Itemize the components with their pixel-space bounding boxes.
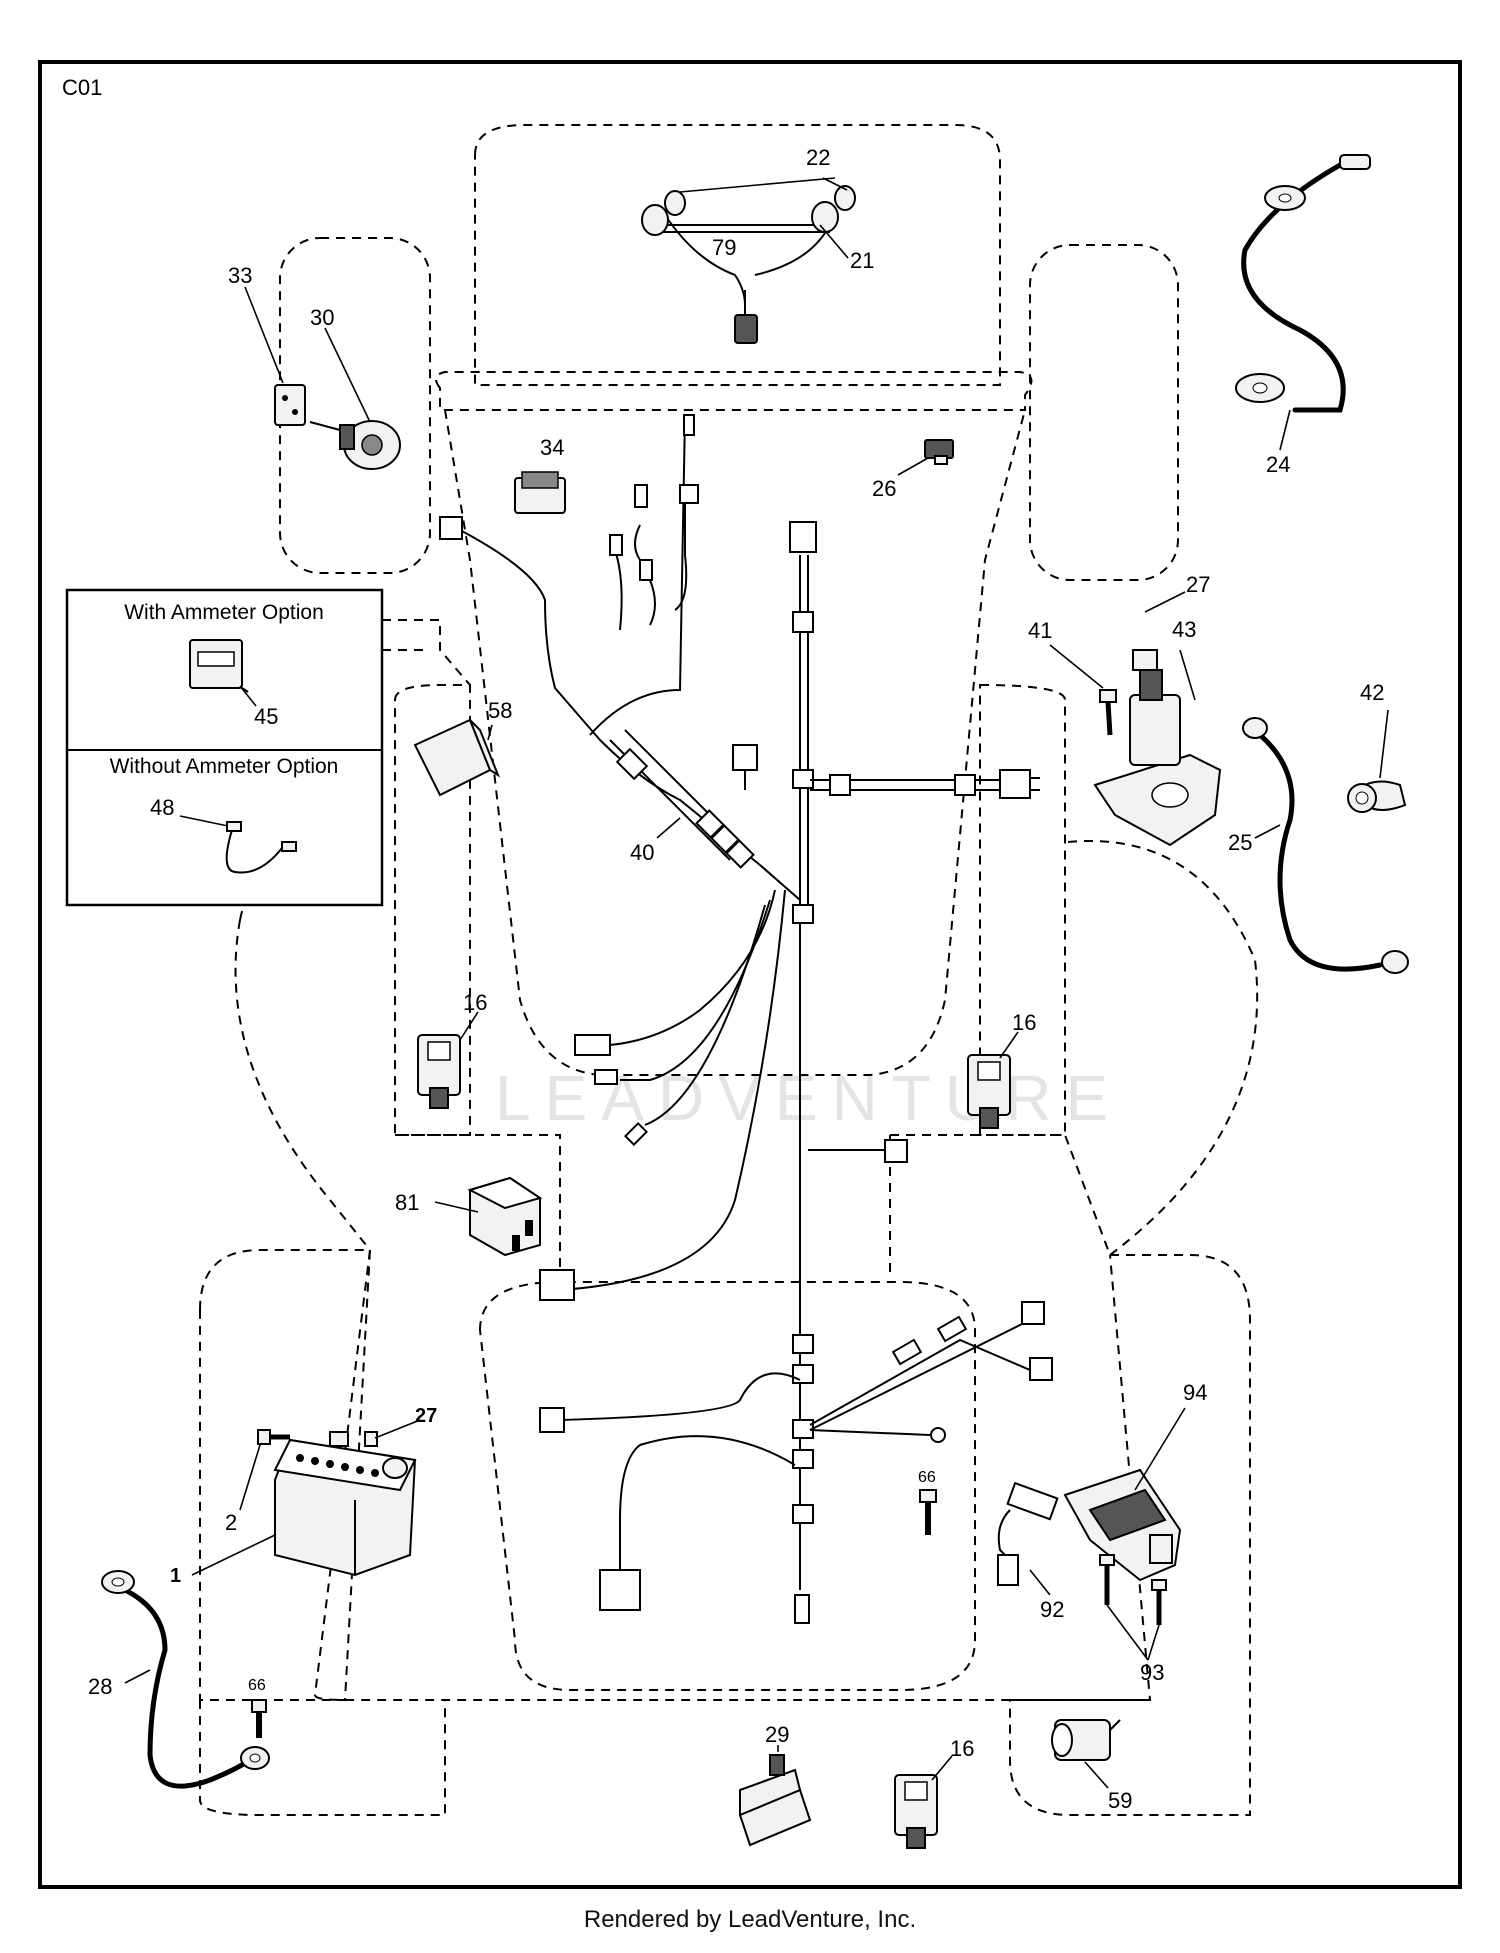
solenoid-bolt-part <box>1099 689 1117 736</box>
pto-switch-part <box>514 471 566 514</box>
callout-29: 29 <box>765 1722 789 1747</box>
callout-92: 92 <box>1040 1597 1064 1622</box>
battery-part <box>273 1438 417 1577</box>
callout-33: 33 <box>228 263 252 288</box>
callout-43: 43 <box>1172 617 1196 642</box>
render-credit: Rendered by LeadVenture, Inc. <box>583 1906 917 1933</box>
callout-94: 94 <box>1183 1380 1207 1405</box>
callout-58: 58 <box>488 698 512 723</box>
headlight-harness-part <box>641 185 856 344</box>
tractor-outline <box>199 124 1259 1816</box>
module-58-part <box>413 718 501 797</box>
interlock-switch-rear-part <box>894 1774 938 1849</box>
ignition-switch-part <box>309 420 401 470</box>
relay-part <box>467 1176 543 1257</box>
callout-16-rear: 16 <box>950 1736 974 1761</box>
callout-22: 22 <box>806 145 830 170</box>
ammeter-part <box>189 639 249 693</box>
callout-24: 24 <box>1266 452 1290 477</box>
rear-harness-part <box>997 1481 1059 1586</box>
callout-16-right: 16 <box>1012 1010 1036 1035</box>
module-59-part <box>1051 1719 1121 1761</box>
callout-45: 45 <box>254 704 278 729</box>
callout-40: 40 <box>630 840 654 865</box>
watermark-text: LEADVENTURE <box>495 1062 1122 1134</box>
main-wire-harness-part <box>439 414 1053 1624</box>
with-ammeter-title: With Ammeter Option <box>124 601 324 624</box>
callout-34: 34 <box>540 435 564 460</box>
screw-left-part <box>251 1699 267 1738</box>
callout-79: 79 <box>712 235 736 260</box>
callout-27-battery: 27 <box>415 1405 437 1427</box>
callout-28: 28 <box>88 1674 112 1699</box>
seat-switch-part <box>738 1754 812 1847</box>
battery-bolt-part <box>257 1429 378 1447</box>
rear-screws-part <box>1099 1554 1167 1625</box>
callout-26: 26 <box>872 476 896 501</box>
key-switch-plate-part <box>274 384 306 426</box>
without-ammeter-title: Without Ammeter Option <box>110 755 339 778</box>
rear-switch-part <box>1063 1468 1182 1582</box>
callout-2: 2 <box>225 1510 237 1535</box>
callout-59: 59 <box>1108 1788 1132 1813</box>
callout-48: 48 <box>150 795 174 820</box>
interlock-switch-left-part <box>417 1034 461 1109</box>
callout-93: 93 <box>1140 1660 1164 1685</box>
terminal-boot-part <box>1347 780 1407 813</box>
battery-cable-part <box>101 1570 270 1789</box>
fuse-part <box>924 439 954 465</box>
ammeter-inset: With Ammeter Option Without Ammeter Opti… <box>65 588 384 907</box>
callout-30: 30 <box>310 305 334 330</box>
callout-42: 42 <box>1360 680 1384 705</box>
diagram-frame <box>38 60 1462 1889</box>
positive-cable-part <box>1242 717 1409 974</box>
callout-27-top: 27 <box>1186 572 1210 597</box>
interlock-switch-right-part <box>967 1054 1011 1129</box>
callout-1: 1 <box>170 1565 181 1587</box>
ground-cable-part <box>1235 154 1371 413</box>
callout-21: 21 <box>850 248 874 273</box>
callout-41: 41 <box>1028 618 1052 643</box>
callout-16-left: 16 <box>463 990 487 1015</box>
screw-center-part <box>919 1489 937 1535</box>
solenoid-part <box>1093 649 1222 847</box>
callout-25: 25 <box>1228 830 1252 855</box>
callout-81: 81 <box>395 1190 419 1215</box>
jumper-wire-part <box>225 821 297 874</box>
callout-66-left: 66 <box>248 1677 266 1694</box>
diagram-code: C01 <box>62 75 102 100</box>
callout-66-center: 66 <box>918 1469 936 1486</box>
